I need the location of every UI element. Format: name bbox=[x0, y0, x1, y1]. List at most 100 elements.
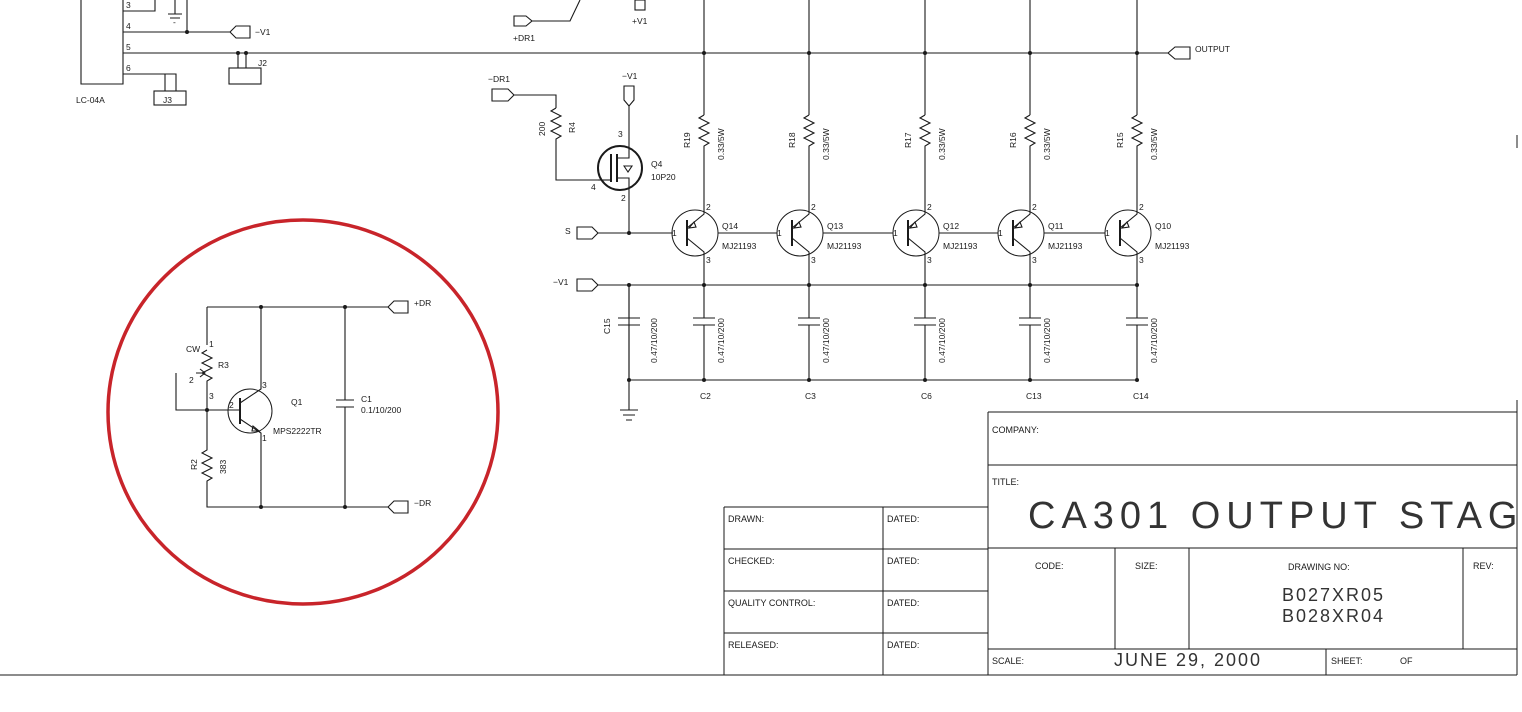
drawing-no-1: B027XR05 bbox=[1282, 585, 1385, 605]
pin-1-q11: 1 bbox=[998, 228, 1003, 238]
resistor-r16-value: 0.33/5W bbox=[1042, 128, 1052, 160]
j3-label: J3 bbox=[163, 95, 172, 105]
r3-pin-1: 1 bbox=[209, 339, 214, 349]
r3-cw: CW bbox=[186, 344, 200, 354]
q4-part: 10P20 bbox=[651, 172, 676, 182]
cap-value-2: 0.47/10/200 bbox=[937, 318, 947, 363]
pin-2-q12: 2 bbox=[927, 202, 932, 212]
net-pos-dr: +DR bbox=[414, 298, 431, 308]
cap-value-3: 0.47/10/200 bbox=[1042, 318, 1052, 363]
pin-1-q10: 1 bbox=[1105, 228, 1110, 238]
transistor-q12-name: Q12 bbox=[943, 221, 959, 231]
pin-1-q13: 1 bbox=[777, 228, 782, 238]
pin-3-q12: 3 bbox=[927, 255, 932, 265]
pin-2-q14: 2 bbox=[706, 202, 711, 212]
connector-lc04a: 3 4 5 6 J3 LC-04A - −V1 J2 bbox=[76, 0, 1168, 106]
rev-label: REV: bbox=[1473, 561, 1494, 571]
resistor-r16-name: R16 bbox=[1008, 132, 1018, 148]
drawing-date: JUNE 29, 2000 bbox=[1114, 650, 1262, 670]
drawing-no-2: B028XR04 bbox=[1282, 606, 1385, 626]
dated-label-2: DATED: bbox=[887, 556, 919, 566]
svg-text:-: - bbox=[173, 17, 176, 27]
net-neg-dr1: −DR1 bbox=[488, 74, 510, 84]
r3-pin-2: 2 bbox=[189, 375, 194, 385]
cap-label-c14: C14 bbox=[1133, 391, 1149, 401]
checked-label: CHECKED: bbox=[728, 556, 775, 566]
resistor-r17-name: R17 bbox=[903, 132, 913, 148]
r3-name: R3 bbox=[218, 360, 229, 370]
pin-2-q13: 2 bbox=[811, 202, 816, 212]
r4-value: 200 bbox=[537, 122, 547, 136]
company-label: COMPANY: bbox=[992, 425, 1039, 435]
pin-3-q11: 3 bbox=[1032, 255, 1037, 265]
resistor-r19-name: R19 bbox=[682, 132, 692, 148]
transistor-q11-part: MJ21193 bbox=[1048, 241, 1083, 251]
connector-pin-3: 3 bbox=[126, 0, 131, 10]
drawing-no-label: DRAWING NO: bbox=[1288, 562, 1350, 572]
q1-pin-2: 2 bbox=[229, 400, 234, 410]
bias-section: −DR1 200 R4 −V1 3 4 2 Q4 10P20 bbox=[488, 71, 676, 235]
dated-label-3: DATED: bbox=[887, 598, 919, 608]
highlight-circle bbox=[106, 218, 500, 606]
transistor-q13-part: MJ21193 bbox=[827, 241, 862, 251]
r3-pin-3: 3 bbox=[209, 391, 214, 401]
net-neg-v1-rail: −V1 bbox=[553, 277, 569, 287]
transistor-q12-part: MJ21193 bbox=[943, 241, 978, 251]
drawing-title: CA301 OUTPUT STAGE bbox=[1028, 495, 1522, 537]
r2-value: 383 bbox=[218, 460, 228, 474]
cap-label-c13: C13 bbox=[1026, 391, 1042, 401]
pin-2-q11: 2 bbox=[1032, 202, 1037, 212]
size-label: SIZE: bbox=[1135, 561, 1158, 571]
cap-value-0: 0.47/10/200 bbox=[716, 318, 726, 363]
net-s: S bbox=[565, 226, 571, 236]
q1-name: Q1 bbox=[291, 397, 303, 407]
c1-name: C1 bbox=[361, 394, 372, 404]
q1-part: MPS2222TR bbox=[273, 426, 322, 436]
resistor-r15-name: R15 bbox=[1115, 132, 1125, 148]
sheet-label: SHEET: bbox=[1331, 656, 1363, 666]
connector-pin-4: 4 bbox=[126, 21, 131, 31]
resistor-r19-value: 0.33/5W bbox=[716, 128, 726, 160]
pin-1-q12: 1 bbox=[893, 228, 898, 238]
connector-pin-5: 5 bbox=[126, 42, 131, 52]
pin-3-q13: 3 bbox=[811, 255, 816, 265]
resistor-r17-value: 0.33/5W bbox=[937, 128, 947, 160]
code-label: CODE: bbox=[1035, 561, 1064, 571]
dated-label-1: DATED: bbox=[887, 514, 919, 524]
cap-c15-value: 0.47/10/200 bbox=[649, 318, 659, 363]
pin-3-q14: 3 bbox=[706, 255, 711, 265]
q4-pin-4: 4 bbox=[591, 182, 596, 192]
net-output: OUTPUT bbox=[1195, 44, 1230, 54]
pin-1-q14: 1 bbox=[672, 228, 677, 238]
cap-label-c3: C3 bbox=[805, 391, 816, 401]
q1-pin-1: 1 bbox=[262, 433, 267, 443]
title-block: COMPANY: TITLE: CA301 OUTPUT STAGE CODE:… bbox=[0, 135, 1522, 676]
pin-2-q10: 2 bbox=[1139, 202, 1144, 212]
q4-name: Q4 bbox=[651, 159, 663, 169]
cap-label-c2: C2 bbox=[700, 391, 711, 401]
cap-value-4: 0.47/10/200 bbox=[1149, 318, 1159, 363]
q4-pin-3: 3 bbox=[618, 129, 623, 139]
top-nets: +DR1 +V1 bbox=[513, 0, 648, 43]
net-neg-v1-q4: −V1 bbox=[622, 71, 638, 81]
drawn-label: DRAWN: bbox=[728, 514, 764, 524]
c1-value: 0.1/10/200 bbox=[361, 405, 401, 415]
q1-pin-3: 3 bbox=[262, 380, 267, 390]
quality-label: QUALITY CONTROL: bbox=[728, 598, 815, 608]
resistor-r18-name: R18 bbox=[787, 132, 797, 148]
j2-label: J2 bbox=[258, 58, 267, 68]
cap-value-1: 0.47/10/200 bbox=[821, 318, 831, 363]
net-pos-dr1: +DR1 bbox=[513, 33, 535, 43]
cap-label-c6: C6 bbox=[921, 391, 932, 401]
r4-name: R4 bbox=[567, 122, 577, 133]
